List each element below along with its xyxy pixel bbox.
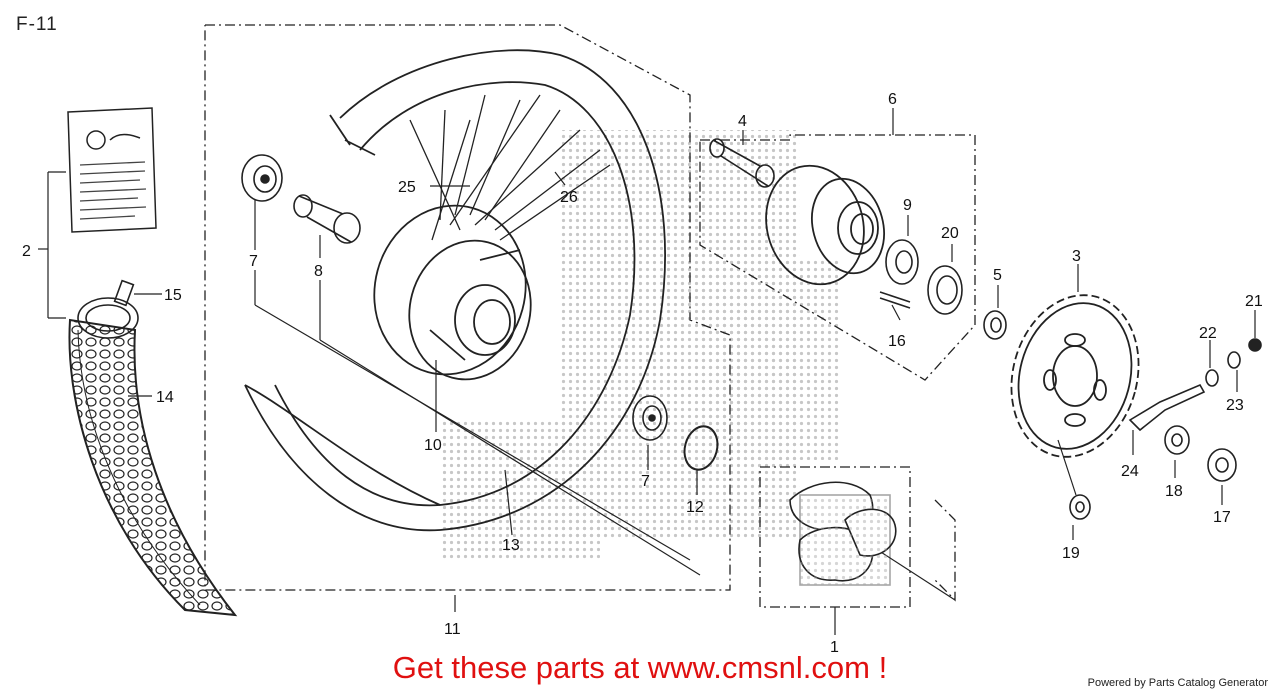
callout-11: 11 — [444, 621, 461, 638]
callout-14: 14 — [156, 389, 174, 406]
callout-3: 3 — [1072, 248, 1081, 265]
callout-5: 5 — [993, 267, 1002, 284]
rim-band — [244, 49, 666, 532]
wheel-group-box — [204, 24, 731, 591]
o-ring — [683, 425, 719, 471]
callout-26: 26 — [560, 189, 578, 206]
tire — [68, 318, 238, 617]
callout-labels: 1 2 3 4 5 6 7 7 8 9 10 11 12 13 14 15 16… — [22, 91, 1263, 656]
callout-20: 20 — [941, 225, 959, 242]
side-collar-small — [983, 310, 1007, 340]
callout-23: 23 — [1226, 397, 1244, 414]
damper-leader-box — [934, 499, 956, 602]
bearing-right — [632, 395, 668, 441]
stud-bolt — [879, 291, 911, 309]
callout-10: 10 — [424, 437, 442, 454]
callout-1: 1 — [830, 639, 839, 656]
callout-17: 17 — [1213, 509, 1231, 526]
callout-4: 4 — [738, 113, 747, 130]
driven-sprocket — [1010, 294, 1140, 458]
diagram-page-code: F-11 — [16, 14, 58, 35]
callout-25: 25 — [398, 179, 416, 196]
callout-15: 15 — [164, 287, 182, 304]
callout-19: 19 — [1062, 545, 1080, 562]
callout-9: 9 — [903, 197, 912, 214]
callout-16: 16 — [888, 333, 906, 350]
callout-7b: 7 — [641, 473, 650, 490]
callout-22: 22 — [1199, 325, 1217, 342]
watermark — [440, 130, 840, 560]
callout-7a: 7 — [249, 253, 258, 270]
final-driven-flange — [765, 164, 885, 286]
callout-13: 13 — [502, 537, 520, 554]
promo-link-text[interactable]: Get these parts at www.cmsnl.com ! — [392, 650, 888, 685]
callout-6: 6 — [888, 91, 897, 108]
small-parts — [1069, 338, 1262, 520]
callout-24: 24 — [1121, 463, 1139, 480]
callout-21: 21 — [1245, 293, 1263, 310]
side-collar — [709, 138, 775, 188]
powered-by-text: Powered by Parts Catalog Generator — [1087, 677, 1268, 689]
caution-label-sticker — [67, 107, 157, 233]
flange-bearing — [885, 239, 919, 285]
callout-12: 12 — [686, 499, 704, 516]
callout-8: 8 — [314, 263, 323, 280]
wheel-hub — [373, 204, 532, 381]
distance-collar — [293, 194, 361, 244]
lock-plate — [1128, 383, 1206, 432]
spokes — [409, 94, 611, 241]
oil-seal — [927, 265, 963, 315]
callout-18: 18 — [1165, 483, 1183, 500]
hub-group-box — [699, 134, 976, 381]
bearing-left — [241, 154, 283, 202]
callout-2: 2 — [22, 243, 31, 260]
damper-rubber — [789, 481, 897, 586]
